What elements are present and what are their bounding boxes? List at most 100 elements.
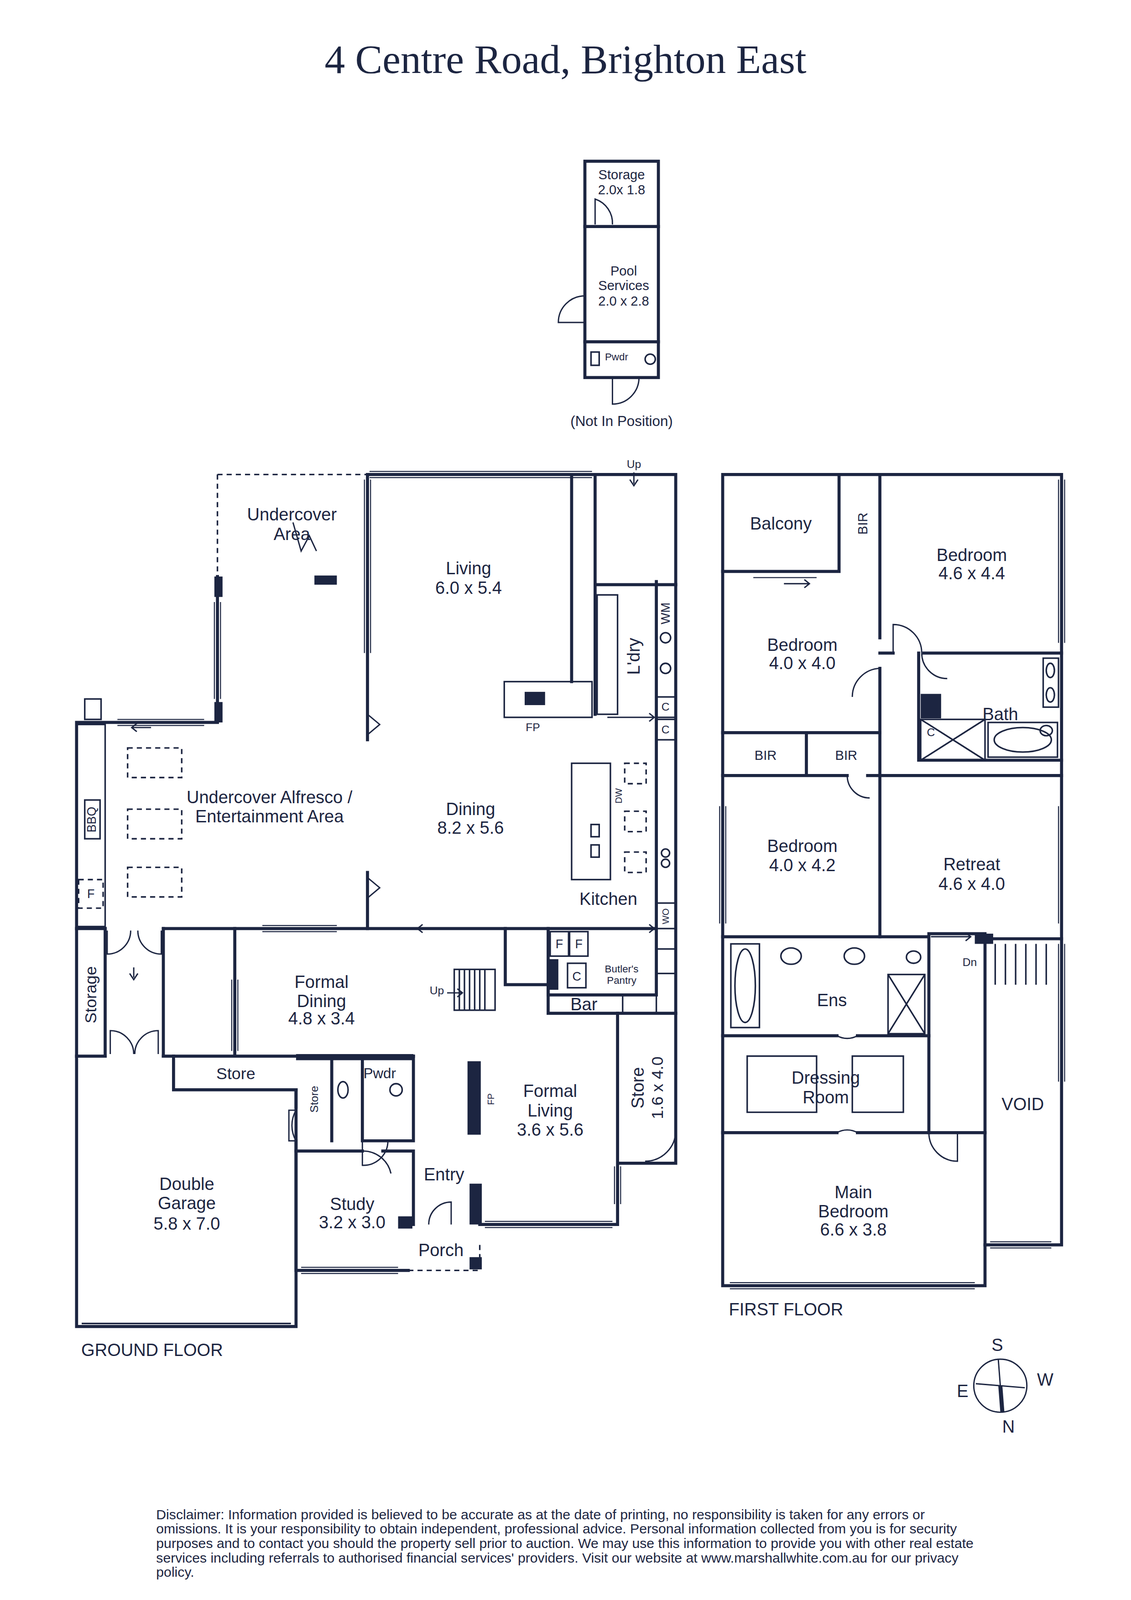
room-label: 4.0 x 4.0	[769, 653, 836, 674]
door-swing	[367, 714, 380, 899]
fixture	[661, 849, 670, 858]
fixture	[660, 663, 671, 674]
arrow-mark	[129, 472, 971, 998]
room-label: Up	[626, 458, 642, 471]
compass	[975, 1359, 1025, 1413]
room-label: 4.8 x 3.4	[288, 1009, 355, 1029]
dashed-line	[624, 763, 647, 784]
wall	[365, 474, 370, 929]
room-label: Bar	[570, 994, 598, 1015]
fixture	[920, 719, 986, 761]
room-label: VOID	[1001, 1094, 1044, 1115]
wall-block	[214, 702, 223, 723]
arrow-mark	[629, 472, 638, 486]
fixture	[844, 948, 865, 965]
room-label: Storage	[598, 166, 646, 183]
room-label: Bedroom	[766, 836, 838, 856]
fixture	[590, 824, 600, 838]
room-label: N	[1002, 1417, 1015, 1438]
fixture	[504, 681, 592, 718]
fixture	[656, 697, 677, 718]
room-label: F	[574, 937, 583, 952]
window	[301, 1267, 399, 1274]
room-label: 8.2 x 5.6	[437, 818, 505, 838]
room-label: FP	[485, 1093, 497, 1106]
door-swing	[362, 1151, 391, 1174]
fixture	[887, 974, 925, 1035]
room-label: Pool Services	[588, 263, 660, 294]
fixture	[84, 800, 101, 840]
plan-title: 4 Centre Road, Brighton East	[324, 36, 807, 83]
compass	[973, 1359, 1027, 1413]
wall-block	[469, 1183, 482, 1225]
room-label: Dn	[962, 956, 977, 970]
door-swing	[428, 1202, 452, 1225]
fixture	[645, 354, 656, 365]
fixture	[1040, 725, 1053, 736]
room-label: WO	[660, 908, 671, 925]
door-swing	[921, 653, 948, 679]
window	[117, 719, 204, 726]
door-swing	[110, 1031, 159, 1055]
room-label: Store	[628, 1067, 648, 1110]
fixture	[656, 903, 677, 929]
wall	[505, 928, 618, 1014]
room-label: Bedroom	[936, 545, 1007, 566]
room-label: Dining	[446, 799, 496, 820]
wall	[722, 1036, 986, 1134]
door-swing	[107, 930, 162, 954]
room-label: Retreat	[943, 854, 1001, 875]
door-swing	[107, 198, 958, 1225]
room-label: 3.2 x 3.0	[318, 1213, 386, 1233]
fixture	[734, 949, 756, 1023]
wall	[76, 576, 297, 1327]
room-label: L'dry	[624, 637, 644, 675]
wall-block	[524, 692, 546, 706]
room-label: W	[1037, 1370, 1054, 1391]
arrow-mark	[417, 924, 449, 933]
room-label: Butler's Pantry	[590, 963, 652, 987]
window	[729, 1282, 975, 1289]
room-label: Store	[307, 1085, 321, 1113]
room-label: 4.6 x 4.0	[938, 874, 1006, 894]
window	[117, 471, 1065, 1290]
arrow-mark	[783, 579, 810, 589]
arrow-mark	[930, 932, 971, 942]
window	[614, 1166, 621, 1205]
wall	[296, 1089, 409, 1271]
compass	[1000, 1386, 1003, 1413]
dashed-line	[78, 880, 104, 909]
fixture	[569, 932, 588, 957]
door-swing	[893, 624, 923, 654]
wall-block	[974, 933, 994, 944]
fixture	[656, 949, 677, 975]
window	[1058, 479, 1065, 644]
wall	[479, 1013, 677, 1225]
room-label: E	[956, 1381, 969, 1402]
fixture	[995, 943, 1047, 985]
door-swing	[847, 775, 870, 798]
room-label: Porch	[418, 1240, 464, 1261]
fixture	[459, 969, 485, 1011]
room-label: 4.0 x 4.2	[769, 855, 836, 876]
window	[753, 571, 817, 578]
room-label: C	[927, 726, 936, 740]
wall	[722, 933, 986, 1133]
door-swing	[928, 1132, 958, 1162]
room-label: Pwdr	[363, 1065, 397, 1082]
fixture	[656, 719, 677, 741]
dashed-line	[78, 474, 647, 1271]
room-label: BBQ	[84, 806, 99, 833]
window	[719, 806, 726, 924]
fixture	[81, 1323, 292, 1325]
fixture	[597, 594, 618, 715]
dashed-line	[624, 811, 647, 833]
wall	[547, 581, 657, 996]
fixture	[590, 352, 600, 366]
fixture	[920, 719, 986, 761]
wall	[76, 161, 1062, 1327]
room-label: BIR	[835, 747, 858, 763]
room-label: 3.6 x 5.6	[516, 1120, 584, 1140]
